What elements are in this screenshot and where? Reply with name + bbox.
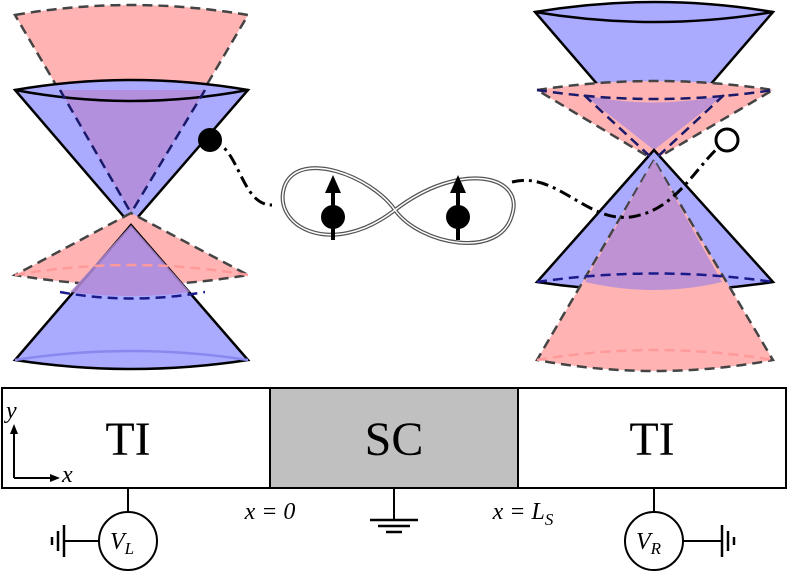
right-voltage-source: VR (624, 488, 736, 571)
open-circle-icon (714, 127, 740, 153)
electron-trajectory (209, 138, 273, 207)
left-voltage-source: VL (50, 488, 158, 571)
spin-up-icon (446, 175, 470, 240)
right-overlap-lower (585, 160, 722, 290)
ground-icon (50, 525, 66, 557)
left-blue-bottom-rim (14, 349, 249, 362)
ground-icon (720, 525, 736, 557)
junction-bar: TI SC TI y x (1, 387, 787, 489)
ti-left-label: TI (105, 413, 150, 466)
region-sc (269, 387, 519, 489)
y-axis-label: y (4, 398, 17, 424)
right-voltage-label: VR (636, 529, 662, 558)
left-dirac-cones (11, 3, 252, 371)
right-interface-label: x = LS (492, 499, 554, 529)
cooper-pair-loop (280, 166, 516, 245)
left-red-edge-inner (58, 89, 133, 214)
spin-up-icon (321, 175, 345, 240)
ti-right-label: TI (629, 413, 674, 466)
left-overlap-lower (70, 225, 190, 296)
right-blue-cone-upper (532, 0, 776, 152)
filled-circle-icon (198, 128, 222, 152)
left-red-rim-dashed (14, 263, 249, 277)
ground-icon (370, 488, 418, 534)
left-blue-rim-dashed (59, 290, 206, 300)
hole-trajectory (511, 140, 726, 219)
right-blue-rim-dashed (536, 272, 774, 284)
region-ti-left (1, 387, 271, 489)
right-red-bottom-rim (536, 348, 774, 362)
axes-icon (10, 424, 60, 482)
left-interface-label: x = 0 (244, 499, 296, 525)
right-dirac-cones (532, 0, 777, 373)
left-blue-cone-lower (12, 223, 251, 371)
left-blue-top-rim (14, 88, 249, 103)
region-ti-right (517, 387, 787, 489)
sc-label: SC (365, 413, 424, 466)
left-voltage-label: VL (110, 529, 134, 558)
right-overlap-upper (584, 95, 724, 150)
cooper-pair (280, 166, 516, 245)
left-overlap-upper (60, 90, 205, 213)
x-axis-label: x (61, 462, 73, 488)
